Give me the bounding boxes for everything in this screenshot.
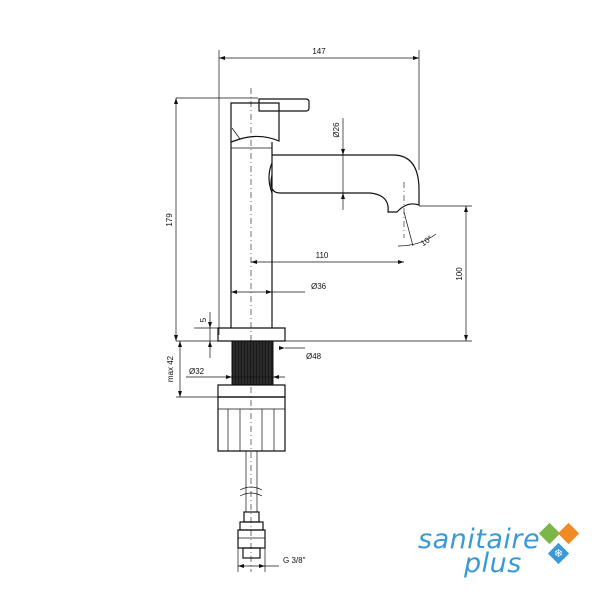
dim-spout-diameter: Ø26 — [332, 122, 341, 138]
faucet-outline — [217, 88, 420, 572]
dim-width-total: 147 — [312, 47, 326, 56]
dim-spout-height: 100 — [455, 267, 464, 281]
logo-word-sanitaire: sanitaire — [418, 524, 541, 555]
dim-base-gap: 5 — [199, 317, 208, 322]
dim-thread-diameter: Ø32 — [189, 367, 205, 376]
sanitaire-plus-logo: sanitaire plus ❄ — [418, 520, 598, 584]
svg-text:❄: ❄ — [554, 547, 563, 560]
dim-body-diameter: Ø36 — [311, 282, 327, 291]
logo-diamond-icon: ❄ — [538, 522, 580, 565]
logo-word-plus: plus — [464, 548, 522, 579]
dim-max-thickness: max 42 — [166, 355, 175, 382]
dimension-lines — [175, 50, 472, 572]
arrowheads — [174, 56, 468, 568]
dim-base-diameter: Ø48 — [306, 352, 322, 361]
dim-hose-thread: G 3/8" — [283, 556, 306, 565]
dim-height-total: 179 — [165, 213, 174, 227]
dim-spout-reach: 110 — [316, 251, 329, 260]
dim-spout-angle: 10° — [419, 234, 434, 248]
